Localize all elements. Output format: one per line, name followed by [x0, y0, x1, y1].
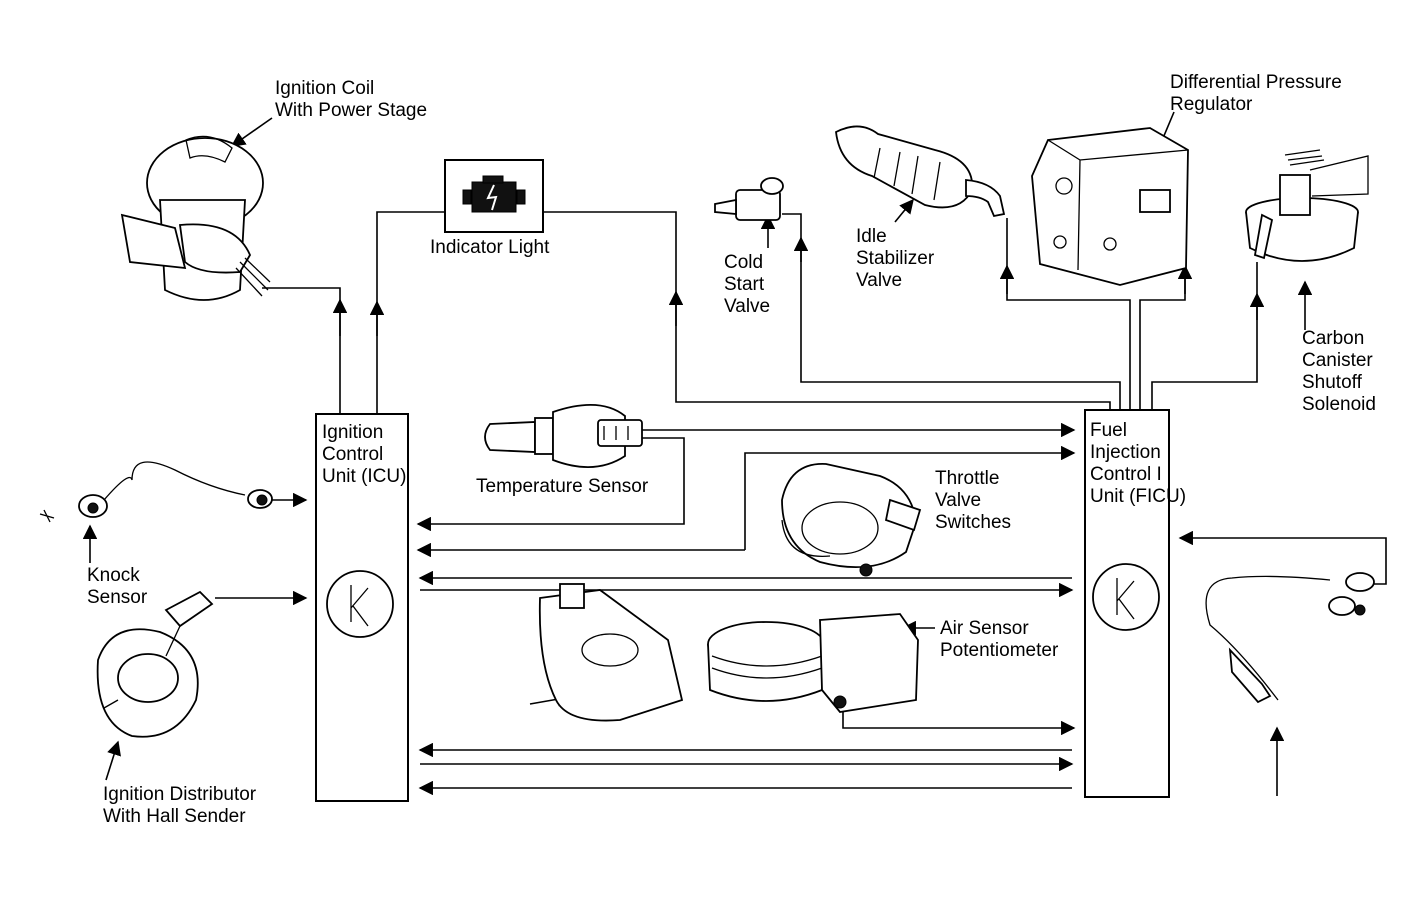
wire-icu-coil: [262, 287, 341, 414]
oxygen-sensor-illustration: [1205, 572, 1375, 704]
icu-box: [315, 413, 409, 802]
ficu-symbol-icon: [1092, 563, 1160, 631]
indicator-light-illustration: [444, 159, 544, 233]
ficu-box: [1084, 409, 1170, 798]
icu-symbol-icon: [326, 570, 394, 638]
label-air-sensor-potentiometer: Air Sensor Potentiometer: [940, 618, 1059, 661]
knock-sensor-illustration: [39, 461, 273, 523]
air-flow-meter-illustration: [538, 583, 684, 722]
wire-o2-ficu: [1178, 530, 1387, 585]
throttle-valve-switches-illustration: [781, 463, 922, 577]
label-indicator-light: Indicator Light: [430, 237, 550, 258]
wire-temp-icu: [416, 437, 685, 532]
engine-warning-icon: [462, 175, 526, 213]
wire-throttle-ficu: [744, 445, 1076, 550]
carbon-canister-illustration: [1245, 149, 1369, 262]
label-ficu: Fuel Injection Control I Unit (FICU): [1090, 420, 1187, 507]
label-differential-pressure-regulator: Differential Pressure Regulator: [1170, 72, 1342, 115]
wire-ficu-idle: [1006, 218, 1131, 410]
label-ignition-distributor: Ignition Distributor With Hall Sender: [103, 784, 257, 827]
label-carbon-canister-shutoff-solenoid: Carbon Canister Shutoff Solenoid: [1302, 328, 1376, 415]
wire-ficu-cold-start: [782, 213, 1121, 410]
temperature-sensor-illustration: [484, 403, 643, 469]
wiring: [215, 211, 1387, 796]
label-icu: Ignition Control Unit (ICU): [322, 422, 407, 487]
wire-ficu-canister: [1151, 262, 1258, 410]
label-throttle-valve-switches: Throttle Valve Switches: [935, 468, 1012, 533]
air-sensor-potentiometer-illustration: [707, 613, 919, 713]
idle-stabilizer-valve-illustration: [835, 125, 1006, 218]
cold-start-valve-illustration: [714, 177, 784, 221]
label-cold-start-valve: Cold Start Valve: [724, 252, 771, 317]
wire-ficu-indicator: [543, 211, 1111, 410]
wire-airsensor-ficu: [842, 704, 1076, 736]
label-idle-stabilizer-valve: Idle Stabilizer Valve: [856, 226, 935, 291]
wire-icu-indicator: [376, 211, 445, 414]
label-ignition-coil: Ignition Coil With Power Stage: [275, 78, 428, 121]
label-knock-sensor: Knock Sensor: [87, 565, 148, 608]
ignition-distributor-illustration: [96, 590, 214, 738]
differential-pressure-regulator-illustration: [1031, 127, 1189, 286]
ignition-coil-illustration: [120, 135, 271, 301]
label-temperature-sensor: Temperature Sensor: [476, 476, 649, 497]
